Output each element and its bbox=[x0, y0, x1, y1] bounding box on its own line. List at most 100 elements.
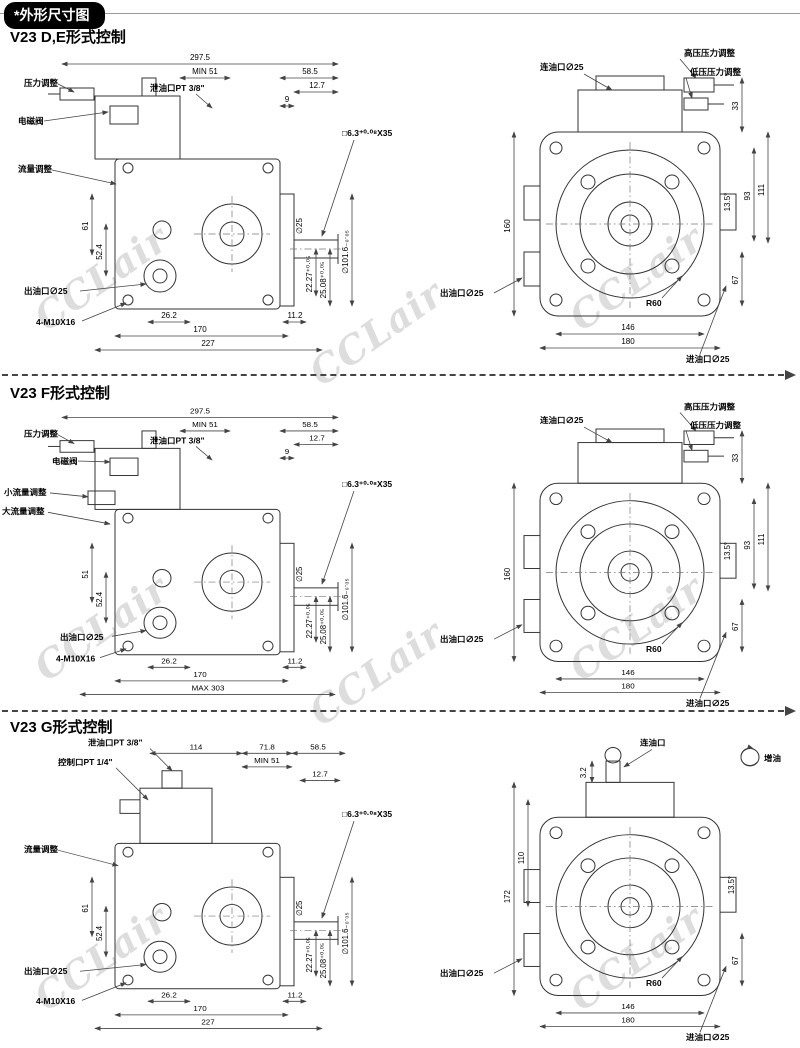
label-pressure-adjust: 压力调整 bbox=[24, 78, 59, 88]
label-outlet-port: 出油口∅25 bbox=[440, 634, 484, 644]
dim-2508: 25.08⁺⁰·⁰⁵ bbox=[319, 943, 328, 978]
dim-170: 170 bbox=[193, 1004, 207, 1013]
dim-524: 52.4 bbox=[95, 591, 104, 607]
dim-flange-dia: ∅101.6₋₀·₀₅ bbox=[341, 578, 350, 620]
dim-585: 58.5 bbox=[302, 67, 318, 76]
section2-drawing: 297.5 MIN 51 58.5 12.7 9 51 52.4 ∅25 ∅10… bbox=[2, 402, 771, 708]
dim-262: 26.2 bbox=[161, 657, 177, 666]
dim-110: 110 bbox=[517, 851, 526, 864]
label-drain-port: 连油口∅25 bbox=[540, 62, 584, 72]
label-mounting-bolts: 4-M10X16 bbox=[36, 317, 75, 327]
rotation-arrow-icon bbox=[740, 744, 758, 766]
dim-160: 160 bbox=[503, 567, 512, 581]
pump-side-labels: 泄油口PT 3/8" 控制口PT 1/4" 流量调整 出油口∅25 4-M10X… bbox=[24, 738, 393, 1006]
page-title: *外形尺寸图 bbox=[4, 2, 106, 29]
label-control-port: 控制口PT 1/4" bbox=[58, 757, 113, 767]
dim-67: 67 bbox=[731, 275, 740, 284]
dim-flange-dia: ∅101.6₋₀·₀₅ bbox=[341, 912, 350, 954]
label-mounting-bolts: 4-M10X16 bbox=[36, 996, 76, 1006]
label-outlet-port: 出油口∅25 bbox=[440, 288, 484, 298]
dim-51: 51 bbox=[81, 570, 90, 579]
dim-61: 61 bbox=[81, 221, 90, 230]
dim-2508: 25.08⁺⁰·⁰⁵ bbox=[319, 609, 328, 644]
dim-2227: 22.27⁺⁰·⁰⁵ bbox=[305, 603, 314, 638]
label-shaft-key: □6.3⁺⁰·⁰⁸X35 bbox=[342, 128, 392, 138]
label-outlet-port: 出油口∅25 bbox=[24, 286, 68, 296]
section-separator bbox=[2, 370, 796, 380]
dim-angle: 13.5° bbox=[727, 876, 736, 894]
label-small-flow-adjust: 小流量调整 bbox=[3, 487, 47, 497]
dim-127: 12.7 bbox=[312, 770, 328, 779]
dim-160: 160 bbox=[503, 219, 512, 233]
dim-180: 180 bbox=[621, 1016, 635, 1025]
label-r60: R60 bbox=[646, 644, 662, 654]
section2-title: V23 F形式控制 bbox=[10, 385, 111, 402]
label-drain-port: 泄油口PT 3/8" bbox=[150, 83, 205, 93]
pump-side-dimensions: 114 71.8 58.5 MIN 51 12.7 61 52.4 ∅25 ∅1… bbox=[81, 743, 355, 1031]
dim-172: 172 bbox=[503, 890, 512, 903]
label-shaft-key: □6.3⁺⁰·⁰⁸X35 bbox=[342, 479, 393, 489]
section-separator bbox=[2, 706, 796, 716]
dim-shaft-dia: ∅25 bbox=[295, 900, 304, 916]
dim-170: 170 bbox=[193, 670, 207, 679]
dim-9: 9 bbox=[285, 447, 289, 456]
label-outlet-port: 出油口∅25 bbox=[60, 632, 104, 642]
section1-drawing: 297.5 MIN 51 58.5 12.7 9 61 52.4 ∅25 ∅10… bbox=[18, 48, 771, 364]
dim-min51: MIN 51 bbox=[254, 756, 280, 765]
label-r60: R60 bbox=[646, 298, 662, 308]
dim-180: 180 bbox=[621, 337, 635, 346]
dim-524: 52.4 bbox=[95, 244, 104, 260]
pump-side-view bbox=[48, 77, 344, 310]
dim-93: 93 bbox=[743, 540, 752, 549]
dim-61: 61 bbox=[81, 904, 90, 913]
label-pressure-adjust: 压力调整 bbox=[24, 429, 59, 439]
label-shaft-key: □6.3⁺⁰·⁰⁸X35 bbox=[342, 809, 393, 819]
dim-718: 71.8 bbox=[259, 743, 275, 752]
label-drain-port: 连油口∅25 bbox=[540, 415, 584, 425]
pump-side-view bbox=[48, 430, 344, 656]
dim-111: 111 bbox=[757, 183, 766, 196]
label-inlet-port: 进油口∅25 bbox=[686, 698, 730, 708]
label-outlet-port: 出油口∅25 bbox=[440, 968, 484, 978]
section3-title: V23 G形式控制 bbox=[10, 719, 113, 736]
dim-585: 58.5 bbox=[302, 420, 318, 429]
pump-front-dimensions: 160 33 111 93 13.5° 67 146 180 bbox=[503, 430, 771, 695]
dim-shaft-dia: ∅25 bbox=[295, 566, 304, 582]
dim-112: 11.2 bbox=[288, 991, 303, 1000]
dim-min51: MIN 51 bbox=[192, 420, 218, 429]
dim-67: 67 bbox=[731, 622, 740, 631]
label-drain-port: 泄油口PT 3/8" bbox=[150, 436, 205, 446]
pump-side-dimensions: 297.5 MIN 51 58.5 12.7 9 61 52.4 ∅25 ∅10… bbox=[61, 53, 355, 353]
section1-title: V23 D,E形式控制 bbox=[10, 29, 126, 46]
dim-32: 3.2 bbox=[579, 767, 588, 778]
label-high-pressure-adjust: 高压压力调整 bbox=[684, 48, 736, 58]
pump-front-labels: 连油口 增油 R60 出油口∅25 进油口∅25 bbox=[440, 738, 781, 1042]
dim-33: 33 bbox=[731, 101, 740, 110]
dim-9: 9 bbox=[285, 95, 290, 104]
dim-262: 26.2 bbox=[161, 311, 177, 320]
label-flow-adjust: 流量调整 bbox=[18, 164, 53, 174]
label-drain-port: 连油口 bbox=[640, 738, 665, 748]
dim-524: 52.4 bbox=[95, 925, 104, 941]
dim-146: 146 bbox=[621, 668, 635, 677]
dim-262: 26.2 bbox=[161, 991, 177, 1000]
label-low-pressure-adjust: 低压压力调整 bbox=[689, 420, 742, 430]
label-outlet-port: 出油口∅25 bbox=[24, 966, 68, 976]
dim-146: 146 bbox=[621, 1002, 635, 1011]
label-inlet-port: 进油口∅25 bbox=[686, 354, 730, 364]
dim-180: 180 bbox=[621, 682, 635, 691]
pump-side-dimensions: 297.5 MIN 51 58.5 12.7 9 51 52.4 ∅25 ∅10… bbox=[61, 407, 355, 697]
label-low-pressure-adjust: 低压压力调整 bbox=[689, 67, 742, 77]
dim-585: 58.5 bbox=[310, 743, 326, 752]
label-r60: R60 bbox=[646, 978, 662, 988]
label-solenoid-valve: 电磁阀 bbox=[18, 116, 44, 126]
dim-angle: 13.5° bbox=[723, 542, 732, 560]
dim-flange-dia: ∅101.6₋₀·₀₅ bbox=[341, 230, 350, 274]
label-drain-port: 泄油口PT 3/8" bbox=[88, 738, 143, 748]
label-inlet-port: 进油口∅25 bbox=[686, 1032, 730, 1042]
dim-127: 12.7 bbox=[309, 434, 325, 443]
dim-2227: 22.27⁺⁰·⁰⁵ bbox=[305, 256, 314, 293]
dim-angle: 13.5° bbox=[723, 193, 732, 212]
dim-93: 93 bbox=[743, 191, 752, 200]
dim-114: 114 bbox=[190, 743, 203, 752]
